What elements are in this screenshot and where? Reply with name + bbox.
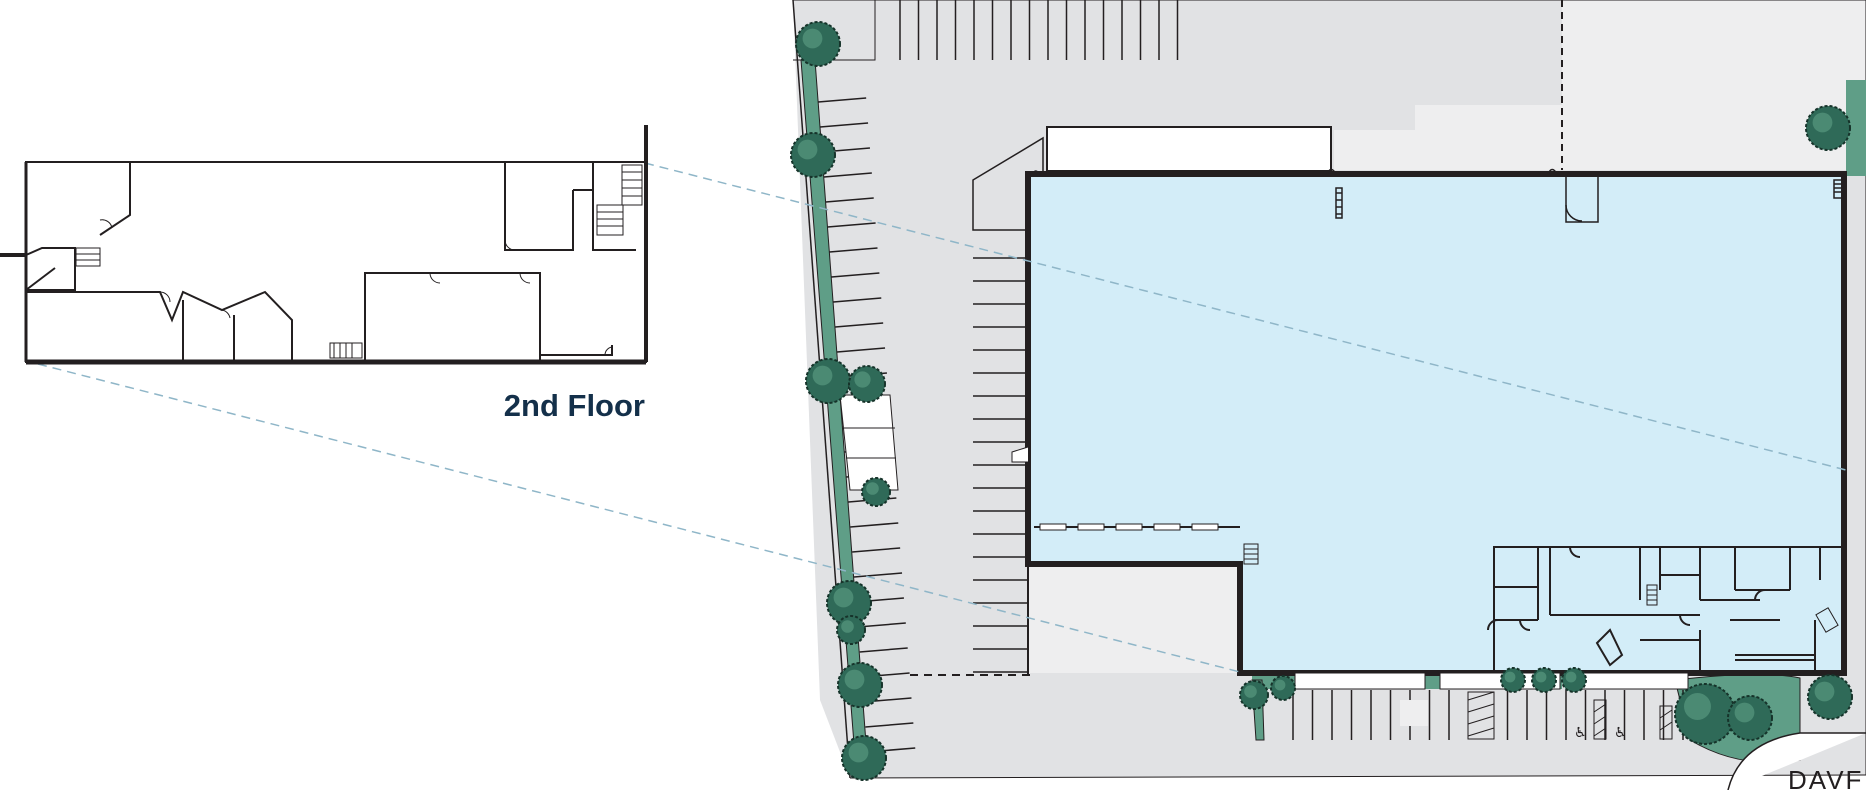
second-floor-label: 2nd Floor [504, 388, 645, 423]
tree-icon [1674, 683, 1736, 745]
hatched-access-aisle [1467, 691, 1673, 740]
window-band [1034, 523, 1240, 531]
accessible-parking-icon: ♿ [1614, 725, 1627, 741]
parking-stall-line [857, 622, 906, 628]
callout-lines [37, 162, 1847, 673]
parking-stall-line [829, 247, 878, 253]
parking-stall-line [825, 197, 874, 203]
office-block [1487, 546, 1845, 674]
parking-stall-line [827, 222, 876, 228]
accessible-parking-icon: ♿ [1574, 725, 1587, 741]
parking-stall-line [853, 572, 903, 578]
stair-icon [1243, 543, 1259, 565]
parking-stall-line [831, 272, 880, 278]
tree-icon [805, 358, 851, 404]
tree-icon [836, 615, 866, 645]
parking-stall-line [835, 322, 884, 328]
north-structure [972, 126, 1332, 231]
tree-icon [861, 477, 891, 507]
tree-icon [841, 735, 887, 781]
north-doors [1032, 168, 1845, 223]
tree-icon [1807, 674, 1853, 720]
tree-icon [1531, 667, 1557, 693]
tree-icon [826, 580, 872, 626]
tree-icon [837, 662, 883, 708]
parking-stall-line [819, 122, 869, 128]
tree-icon [795, 21, 841, 67]
parking-stall-line [865, 722, 914, 728]
west-enclosures [839, 394, 899, 491]
tree-icon [1727, 695, 1773, 741]
parking-stall-line [823, 172, 872, 178]
tree-icon [848, 365, 886, 403]
parking-stall-line [833, 297, 882, 303]
tree-icon [1561, 667, 1587, 693]
tree-icon [1239, 680, 1269, 710]
parking-stall-line [852, 547, 901, 553]
parking-stall-line [836, 347, 886, 353]
trees [790, 21, 1853, 781]
tree-icon [1805, 105, 1851, 151]
parking-stall-line [850, 522, 899, 528]
tree-icon [790, 132, 836, 178]
parking-stalls [818, 0, 1704, 753]
parking-stall-line [859, 647, 908, 653]
parking-stall-line [818, 97, 867, 103]
tree-icon [1500, 667, 1526, 693]
street-label: DAVF [1788, 765, 1863, 790]
tree-icon [1270, 675, 1296, 701]
second-floor-plan: 2nd Floor [0, 125, 648, 423]
south-frontage: ♿ ♿ [1294, 672, 1866, 790]
